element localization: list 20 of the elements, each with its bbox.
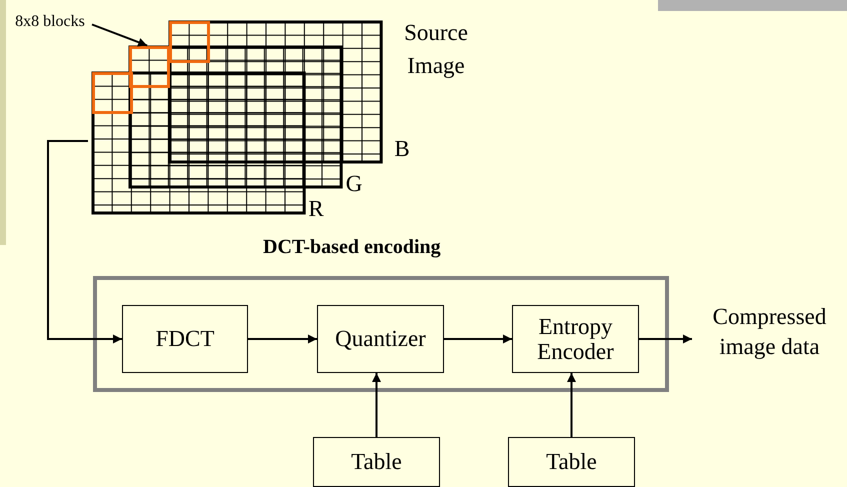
arrow — [47, 140, 122, 344]
arrow — [248, 334, 317, 344]
channel-label: B — [393, 135, 411, 163]
arrow — [444, 334, 512, 344]
arrow — [567, 373, 576, 437]
channel-label: G — [344, 170, 364, 198]
table-box: Table — [508, 437, 635, 487]
block-outline — [128, 46, 170, 88]
process-box: Quantizer — [317, 305, 444, 373]
table-box: Table — [313, 437, 440, 487]
output-label: Compressed image data — [692, 302, 847, 362]
image-title: Source Image — [403, 19, 469, 80]
process-box: Entropy Encoder — [512, 305, 639, 373]
group-title: DCT-based encoding — [263, 236, 441, 259]
process-box: FDCT — [122, 305, 248, 373]
arrow — [372, 373, 381, 437]
callout-text: 8x8 blocks — [8, 12, 92, 33]
leader-arrow — [92, 24, 148, 46]
arrow — [639, 334, 692, 344]
channel-label: R — [307, 195, 325, 223]
